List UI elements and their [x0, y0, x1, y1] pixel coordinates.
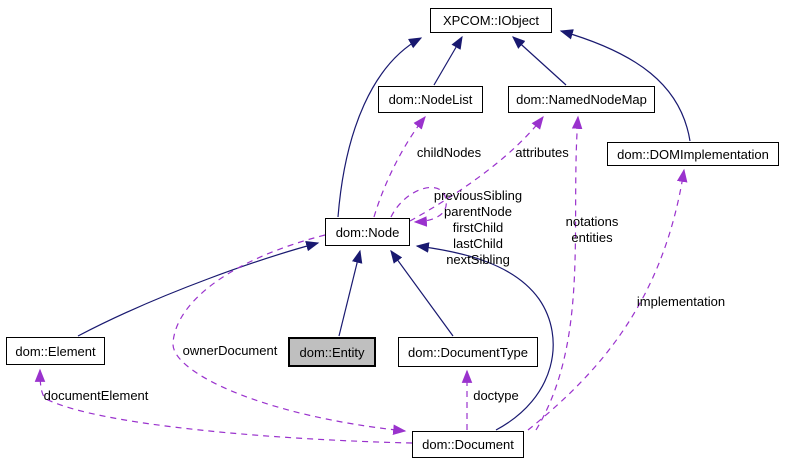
- edge-label-implementation: implementation: [636, 294, 726, 309]
- class-node-dom-entity: dom::Entity: [288, 337, 376, 367]
- inheritance-edge-document-to-node: [415, 242, 554, 431]
- usage-edge-implementation: [527, 168, 688, 431]
- edge-label-entities: entities: [571, 230, 613, 245]
- class-node-dom-namednodemap[interactable]: dom::NamedNodeMap: [508, 86, 655, 113]
- edge-label-firstchild: firstChild: [452, 220, 504, 235]
- inheritance-edge-element-to-node: [77, 240, 320, 337]
- inheritance-edge-nodelist-to-iobject: [433, 35, 463, 86]
- edge-label-parentnode: parentNode: [444, 204, 512, 219]
- class-node-dom-node[interactable]: dom::Node: [325, 218, 410, 246]
- edge-label-nextsibling: nextSibling: [446, 252, 510, 267]
- inheritance-edge-entity-to-node: [338, 249, 363, 337]
- class-node-dom-element[interactable]: dom::Element: [6, 337, 105, 365]
- inheritance-edge-documenttype-to-node: [390, 249, 454, 337]
- class-node-dom-domimplementation[interactable]: dom::DOMImplementation: [607, 142, 779, 166]
- edge-label-notations: notations: [565, 214, 619, 229]
- inheritance-edge-node-to-iobject: [337, 37, 423, 218]
- class-node-dom-document[interactable]: dom::Document: [412, 431, 524, 458]
- class-node-dom-nodelist[interactable]: dom::NodeList: [378, 86, 483, 113]
- edge-label-attributes: attributes: [515, 145, 569, 160]
- class-node-dom-documenttype[interactable]: dom::DocumentType: [398, 337, 538, 367]
- inheritance-edge-domimplementation-to-iobject: [559, 29, 691, 142]
- edge-label-documentelement: documentElement: [43, 388, 149, 403]
- usage-edge-ownerdocument: [172, 234, 407, 436]
- usage-edge-notations-entities: [535, 115, 583, 431]
- usage-edge-node-self-loop: [390, 186, 447, 227]
- usage-edge-documentelement: [34, 368, 413, 444]
- inheritance-edge-namednodemap-to-iobject: [512, 36, 567, 86]
- edge-label-previoussibling: previousSibling: [433, 188, 523, 203]
- class-node-xpcom-iobject[interactable]: XPCOM::IObject: [430, 8, 552, 33]
- edge-label-lastchild: lastChild: [453, 236, 503, 251]
- usage-edge-childnodes: [373, 115, 426, 218]
- edge-label-ownerdocument: ownerDocument: [182, 343, 278, 358]
- edge-label-doctype: doctype: [473, 388, 519, 403]
- edge-label-childnodes: childNodes: [416, 145, 482, 160]
